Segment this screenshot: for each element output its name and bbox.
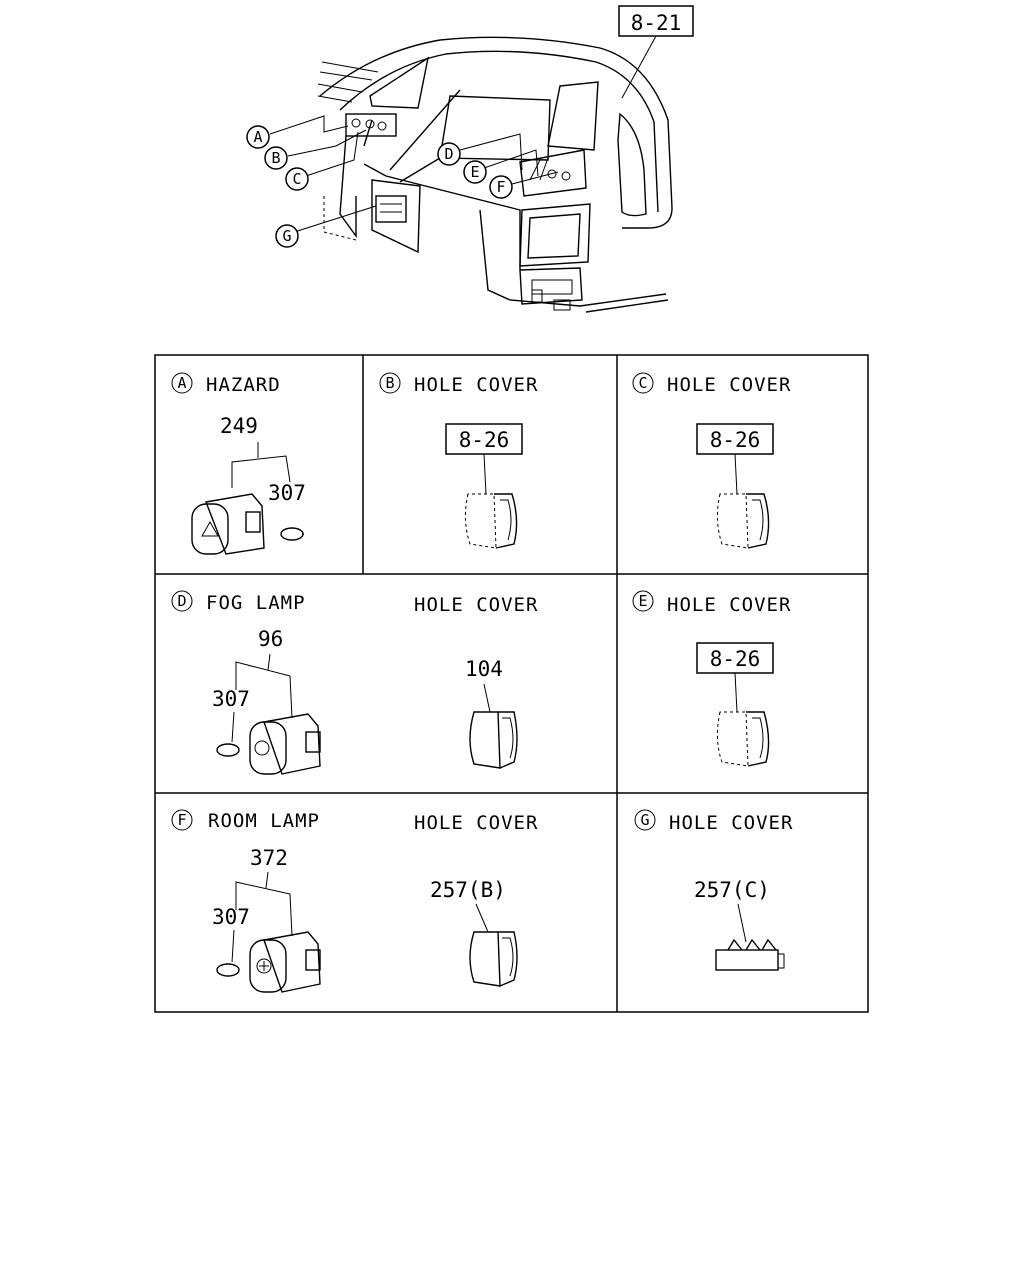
part-number-249[interactable]: 249 — [220, 414, 258, 438]
panel-g-title: HOLE COVER — [669, 812, 793, 834]
fog-lamp-switch-icon[interactable] — [249, 713, 321, 775]
hole-cover-icon[interactable] — [716, 493, 770, 549]
part-number-307[interactable]: 307 — [212, 687, 250, 711]
panel-c-title: HOLE COVER — [667, 374, 791, 396]
panel-e-hole-cover: E HOLE COVER 8-26 — [632, 590, 791, 767]
panel-a-letter: A — [177, 374, 186, 392]
panel-a-title: HAZARD — [206, 374, 281, 396]
part-number-257c[interactable]: 257(C) — [694, 878, 770, 902]
overview-ref-box[interactable]: 8-21 — [618, 5, 694, 99]
panel-a-hazard: A HAZARD 249 307 — [171, 372, 306, 555]
svg-text:C: C — [292, 170, 301, 188]
panel-g-letter: G — [640, 811, 649, 829]
callout-c[interactable]: C — [285, 167, 309, 191]
room-lamp-switch-icon[interactable] — [249, 931, 321, 993]
bulb-icon[interactable] — [216, 743, 240, 757]
svg-text:8-26: 8-26 — [710, 647, 761, 671]
panel-b-title: HOLE COVER — [414, 374, 538, 396]
hole-cover-icon[interactable] — [469, 711, 518, 769]
callout-b[interactable]: B — [264, 146, 288, 170]
panel-f-sub-title: HOLE COVER — [414, 812, 538, 834]
dashboard-overview-illustration: 8-21 — [246, 5, 694, 313]
part-number-104[interactable]: 104 — [465, 657, 503, 681]
panel-f-letter: F — [177, 811, 186, 829]
callout-d[interactable]: D — [437, 142, 461, 166]
callout-f[interactable]: F — [489, 175, 513, 199]
hole-cover-icon[interactable] — [464, 493, 518, 549]
ref-box-b[interactable]: 8-26 — [445, 423, 523, 455]
parts-table-grid — [154, 354, 869, 1013]
svg-text:8-21: 8-21 — [631, 11, 682, 35]
svg-text:B: B — [271, 149, 280, 167]
svg-text:F: F — [496, 178, 505, 196]
panel-g-hole-cover: G HOLE COVER 257(C) — [634, 809, 793, 971]
part-number-372[interactable]: 372 — [250, 846, 288, 870]
hole-cover-icon[interactable] — [716, 711, 770, 767]
svg-text:8-26: 8-26 — [710, 428, 761, 452]
svg-text:G: G — [282, 227, 291, 245]
svg-text:A: A — [253, 128, 262, 146]
callout-a[interactable]: A — [246, 125, 270, 149]
panel-c-hole-cover: C HOLE COVER 8-26 — [632, 372, 791, 549]
panel-b-letter: B — [385, 374, 394, 392]
bulb-icon[interactable] — [216, 963, 240, 977]
part-number-96[interactable]: 96 — [258, 627, 283, 651]
panel-d-sub-title: HOLE COVER — [414, 594, 538, 616]
panel-f-title: ROOM LAMP — [208, 810, 320, 832]
svg-text:D: D — [444, 145, 453, 163]
panel-c-letter: C — [638, 374, 647, 392]
panel-e-letter: E — [638, 592, 647, 610]
panel-d-title: FOG LAMP — [206, 592, 306, 614]
hole-cover-g-icon[interactable] — [715, 938, 785, 971]
svg-text:8-26: 8-26 — [459, 428, 510, 452]
part-number-307[interactable]: 307 — [268, 481, 306, 505]
part-number-257b[interactable]: 257(B) — [430, 878, 506, 902]
panel-d-letter: D — [177, 592, 186, 610]
callout-e[interactable]: E — [463, 160, 487, 184]
ref-box-e[interactable]: 8-26 — [696, 642, 774, 674]
part-number-307[interactable]: 307 — [212, 905, 250, 929]
panel-e-title: HOLE COVER — [667, 594, 791, 616]
panel-d-fog-lamp: D FOG LAMP HOLE COVER 96 307 104 — [171, 590, 538, 775]
bulb-icon[interactable] — [280, 527, 304, 541]
hole-cover-icon[interactable] — [469, 931, 518, 987]
callout-g[interactable]: G — [275, 224, 299, 248]
panel-b-hole-cover: B HOLE COVER 8-26 — [379, 372, 538, 549]
svg-text:E: E — [470, 163, 479, 181]
panel-f-room-lamp: F ROOM LAMP HOLE COVER 372 307 257(B) — [171, 809, 538, 993]
hazard-switch-icon[interactable] — [191, 493, 265, 555]
ref-box-c[interactable]: 8-26 — [696, 423, 774, 455]
